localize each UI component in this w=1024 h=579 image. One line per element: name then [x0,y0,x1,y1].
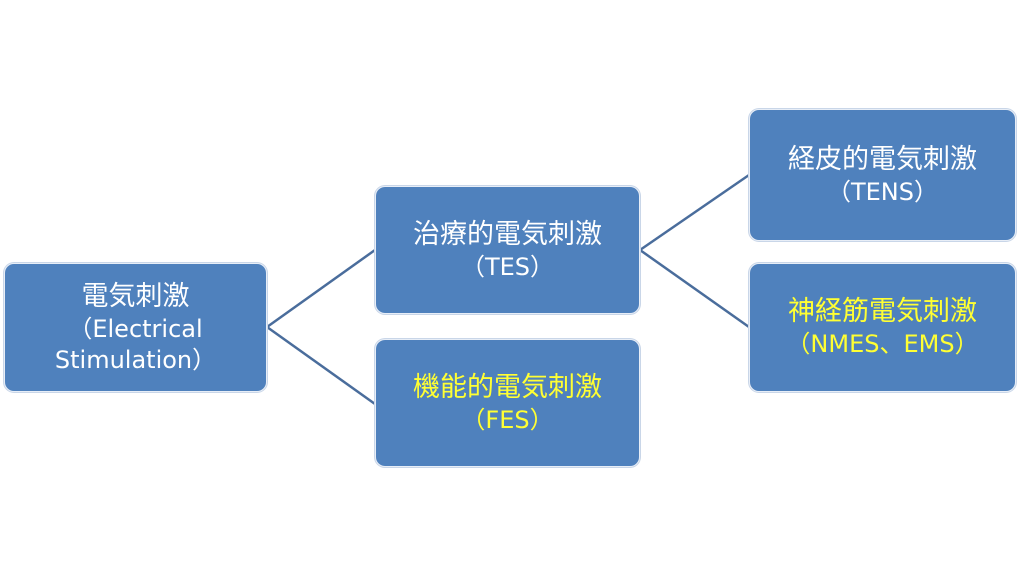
node-fes: 機能的電気刺激 （FES） [375,339,640,467]
node-tes-title: 治療的電気刺激 [413,218,602,250]
node-electrical-stimulation: 電気刺激 （Electrical Stimulation） [4,263,267,392]
edge-root-tes [266,248,376,329]
node-root-subtitle-line1: （Electrical [68,314,203,343]
node-tes-subtitle: （TES） [460,252,555,281]
node-root-title: 電気刺激 [81,280,190,312]
node-root-subtitle-line2: Stimulation） [54,346,217,375]
node-tes: 治療的電気刺激 （TES） [375,186,640,314]
edge-tes-tens [639,173,750,252]
node-tens: 経皮的電気刺激 （TENS） [749,109,1016,241]
node-nmes: 神経筋電気刺激 （NMES、EMS） [749,263,1016,392]
edge-tes-nmes [639,248,750,329]
node-tens-title: 経皮的電気刺激 [788,143,977,175]
node-fes-subtitle: （FES） [461,405,554,434]
edge-root-fes [266,325,376,406]
node-fes-title: 機能的電気刺激 [413,371,602,403]
node-nmes-subtitle: （NMES、EMS） [786,330,979,359]
node-tens-subtitle: （TENS） [826,177,938,206]
node-nmes-title: 神経筋電気刺激 [788,296,977,328]
